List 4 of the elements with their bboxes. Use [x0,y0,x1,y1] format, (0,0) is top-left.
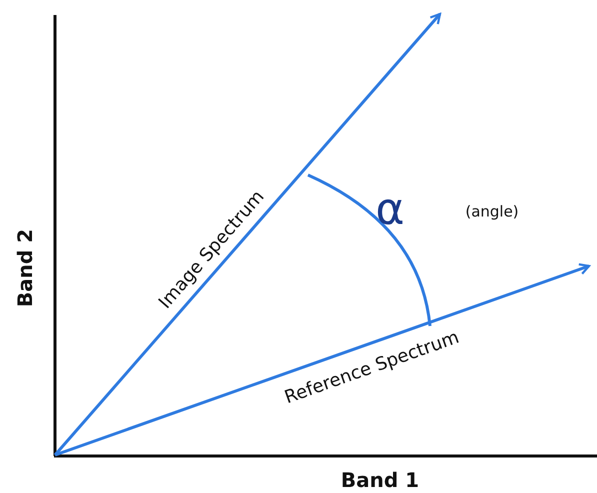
axis-label: Band 2 [15,228,35,308]
angle-label: (angle) [465,204,519,220]
angle-symbol: α [376,188,404,232]
axis-label: Band 1 [340,470,420,490]
